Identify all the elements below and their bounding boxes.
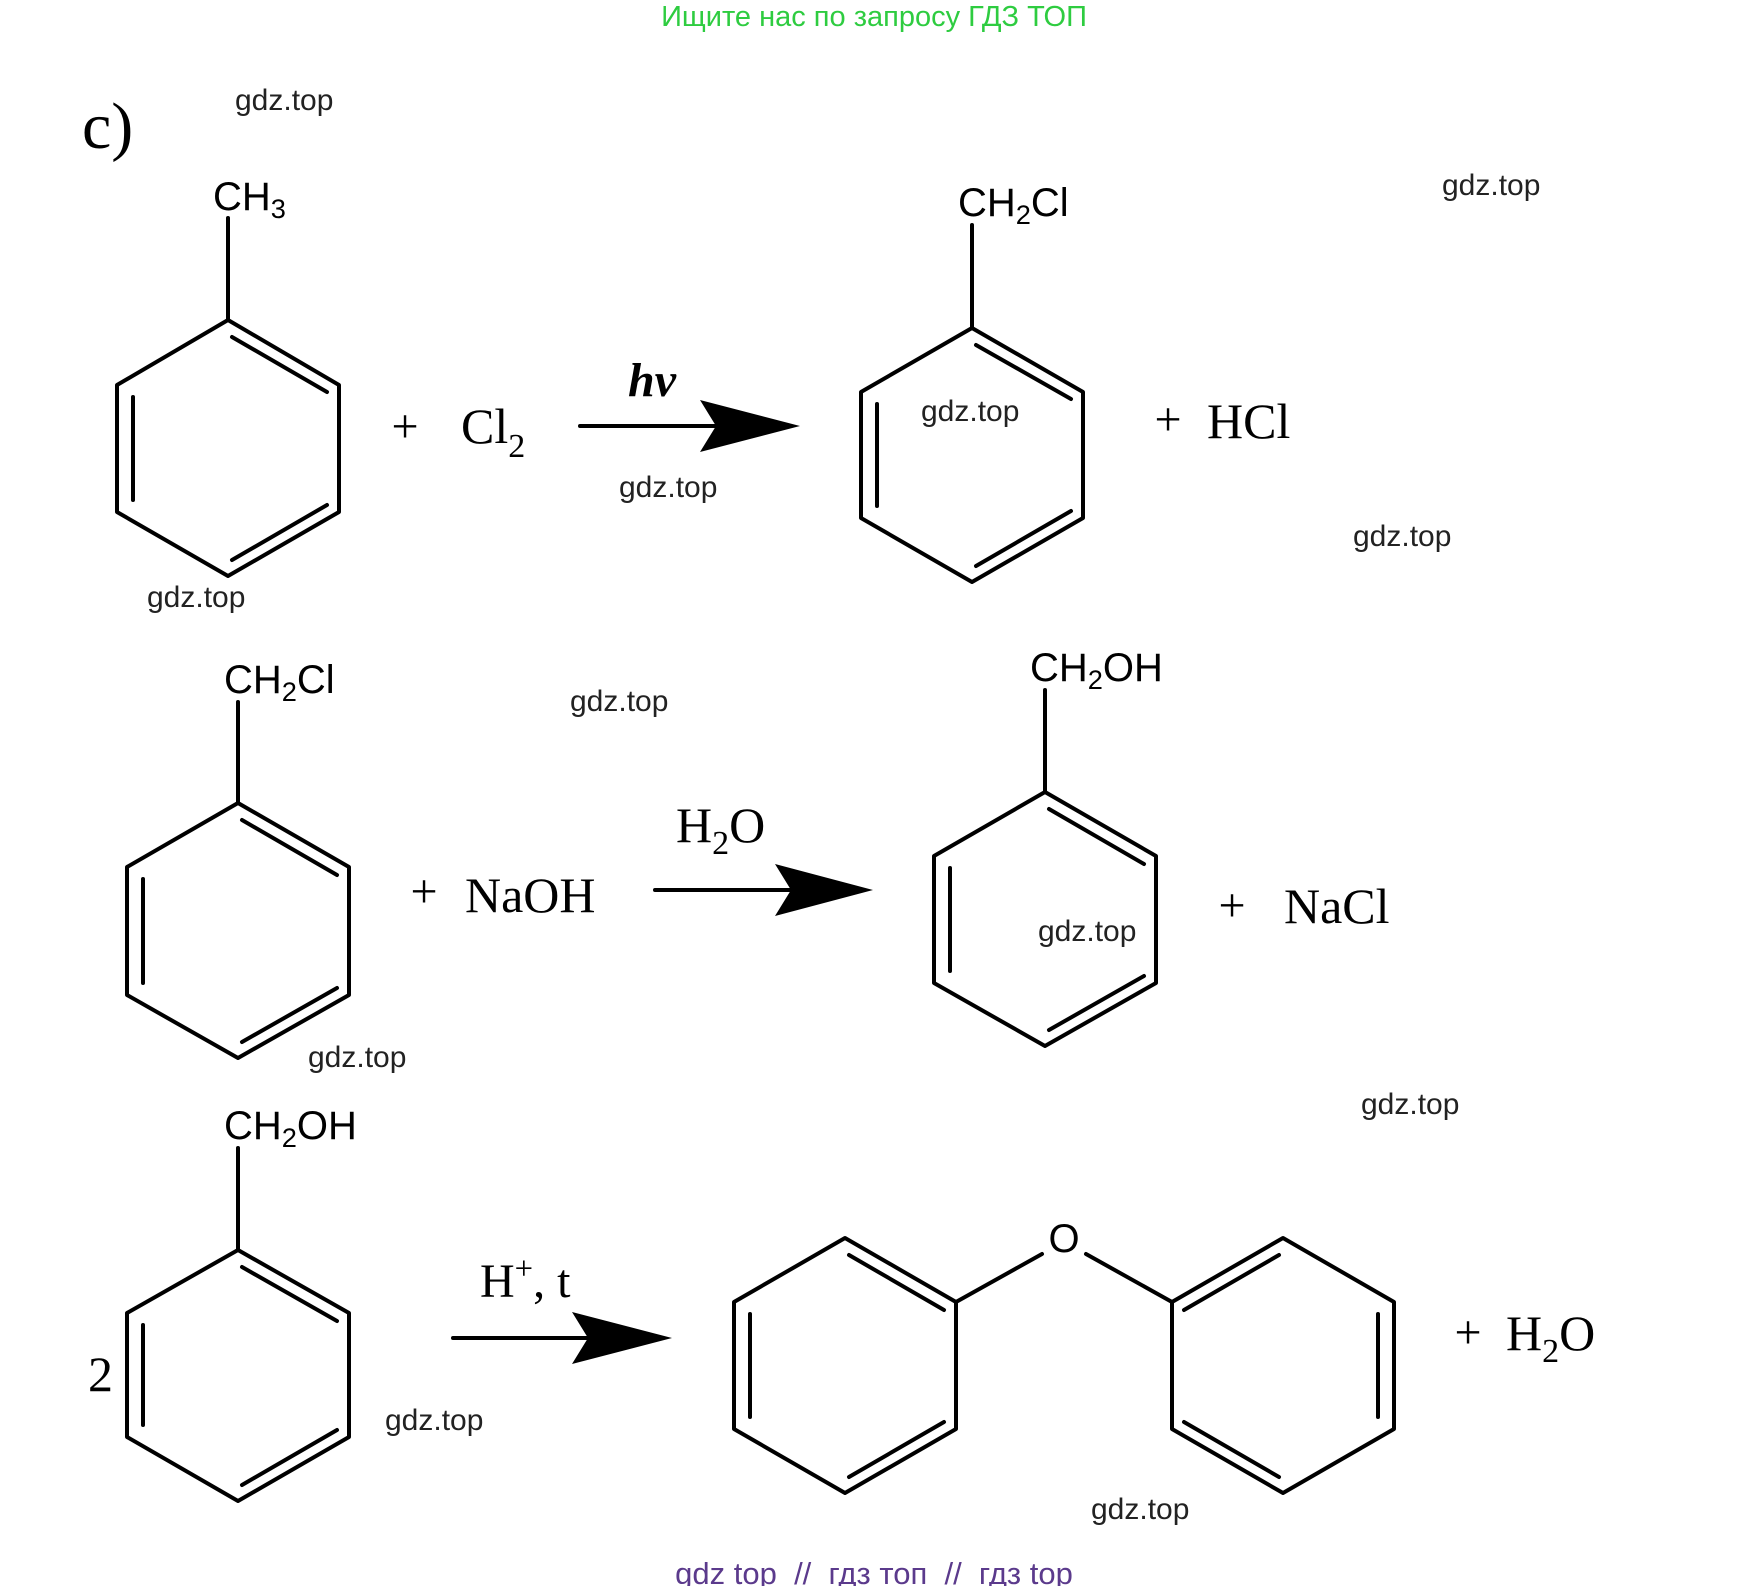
condition-acid-heat: H+, t <box>480 1251 571 1308</box>
watermark-text: gdz.top <box>1091 1493 1189 1526</box>
reaction-arrow <box>578 400 800 452</box>
reaction-3: 2 CH2OH H+, t <box>88 1104 1595 1503</box>
condition-hv: hv <box>628 354 677 407</box>
benzyl-alcohol-ring <box>932 688 1158 1048</box>
part-label: c) <box>82 90 133 163</box>
watermark-text: gdz.top <box>308 1041 406 1074</box>
right-phenyl-ring <box>1170 1236 1396 1495</box>
plus-sign: + <box>410 865 437 918</box>
watermark-text: gdz.top <box>921 395 1019 428</box>
plus-sign: + <box>1218 879 1245 932</box>
footer-text: gdz top // гдз топ // гдз top <box>675 1556 1073 1586</box>
watermark-text: gdz.top <box>235 84 333 117</box>
reaction-arrow <box>653 864 873 916</box>
watermark-text: gdz.top <box>570 685 668 718</box>
methyl-group: CH3 <box>213 175 286 224</box>
watermarks: gdz.top gdz.top gdz.top gdz.top gdz.top … <box>147 84 1540 1526</box>
hydroxymethyl-group: CH2OH <box>224 1104 357 1153</box>
benzyl-chloride-ring <box>859 223 1085 584</box>
chlorine-reagent: Cl2 <box>461 398 525 465</box>
benzyl-alcohol-ring <box>125 1146 351 1503</box>
benzyl-chloride-ring <box>125 700 351 1060</box>
condition-water: H2O <box>676 797 765 862</box>
reaction-arrow <box>451 1312 672 1364</box>
oxygen-bridge-atom: O <box>1048 1217 1079 1261</box>
plus-sign: + <box>1154 393 1181 446</box>
watermark-text: gdz.top <box>1038 915 1136 948</box>
stoichiometric-coefficient: 2 <box>88 1346 113 1402</box>
watermark-text: gdz.top <box>147 581 245 614</box>
toluene-ring <box>115 216 341 578</box>
left-phenyl-ring <box>732 1236 958 1495</box>
watermark-text: gdz.top <box>1442 169 1540 202</box>
hydroxymethyl-group: CH2OH <box>1030 646 1163 695</box>
watermark-text: gdz.top <box>385 1404 483 1437</box>
chloromethyl-group: CH2Cl <box>958 181 1069 230</box>
naoh-reagent: NaOH <box>465 867 596 923</box>
nacl-byproduct: NaCl <box>1284 878 1390 934</box>
plus-sign: + <box>391 400 418 453</box>
watermark-text: gdz.top <box>1361 1088 1459 1121</box>
watermark-text: gdz.top <box>619 471 717 504</box>
diphenyl-ether: O <box>732 1217 1396 1495</box>
watermark-text: gdz.top <box>1353 520 1451 553</box>
hcl-byproduct: HCl <box>1207 393 1290 449</box>
reaction-2: CH2Cl + NaOH H2O CH2OH + NaCl <box>125 646 1390 1060</box>
chloromethyl-group: CH2Cl <box>224 658 335 707</box>
banner-text: Ищите нас по запросу ГДЗ ТОП <box>661 1 1087 33</box>
plus-sign: + <box>1454 1306 1481 1359</box>
reaction-1: CH3 + Cl2 hv CH2Cl + HCl <box>115 175 1290 584</box>
water-byproduct: H2O <box>1506 1305 1595 1370</box>
